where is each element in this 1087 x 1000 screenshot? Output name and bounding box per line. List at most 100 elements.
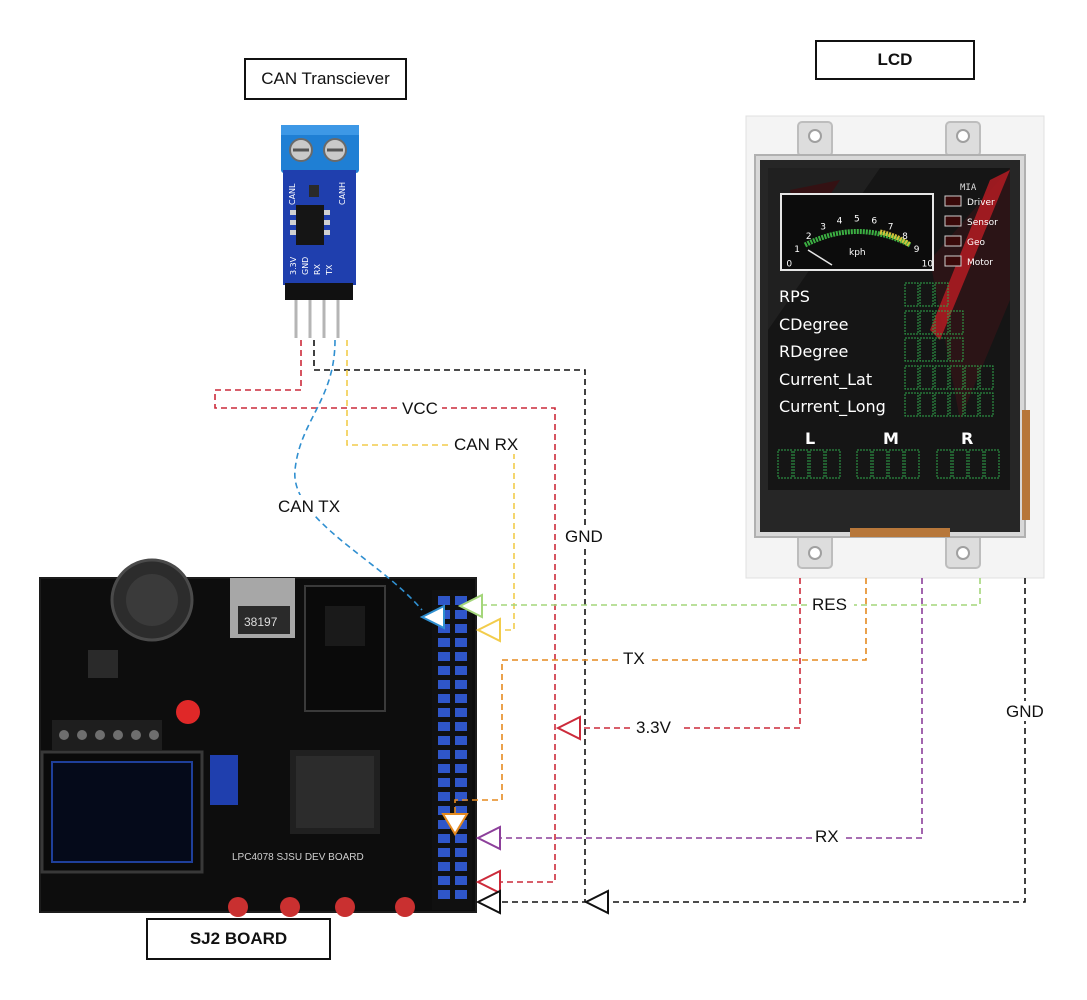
seven-seg-digit bbox=[934, 337, 949, 362]
header-pin bbox=[455, 848, 467, 857]
label-vcc: VCC bbox=[402, 399, 438, 418]
seven-seg-digit bbox=[904, 449, 920, 479]
wire-vcc bbox=[214, 340, 556, 883]
seven-seg-digit bbox=[904, 337, 919, 362]
can-transceiver-module: CANL CANH 3.3V GND RX TX bbox=[281, 125, 359, 338]
header-pin bbox=[438, 750, 450, 759]
seven-seg-digit bbox=[825, 449, 841, 479]
wifi-module bbox=[304, 585, 386, 712]
reset-button bbox=[176, 700, 200, 724]
header-pin bbox=[455, 652, 467, 661]
seven-seg-digit bbox=[904, 282, 919, 307]
wire-can-tx bbox=[294, 339, 423, 611]
header-pin bbox=[438, 596, 450, 605]
seven-seg-digit bbox=[936, 449, 952, 479]
header-pin bbox=[455, 806, 467, 815]
can-pin-label-canl: CANL bbox=[288, 183, 297, 205]
mia-indicator bbox=[944, 195, 962, 207]
header-pin bbox=[455, 764, 467, 773]
can-pin-label-3v3: 3.3V bbox=[289, 256, 298, 275]
header-pin bbox=[438, 862, 450, 871]
gauge-scale-number: 6 bbox=[871, 217, 877, 227]
can-pin-label-tx: TX bbox=[325, 264, 334, 276]
header-pin bbox=[438, 820, 450, 829]
header-pin bbox=[438, 680, 450, 689]
seven-seg-digit bbox=[934, 310, 949, 335]
lcd-ribbon-side bbox=[1022, 410, 1030, 520]
seven-seg-digit bbox=[904, 310, 919, 335]
lcd-field-label: Current_Lat bbox=[779, 370, 872, 390]
lcd-title: LCD bbox=[815, 40, 975, 80]
header-pin bbox=[438, 890, 450, 899]
wire-res bbox=[482, 578, 981, 606]
header-pin bbox=[438, 806, 450, 815]
wire-3v3 bbox=[580, 578, 801, 729]
header-pin bbox=[455, 610, 467, 619]
arrowheads bbox=[419, 593, 609, 915]
gauge-scale-number: 3 bbox=[820, 223, 826, 233]
seven-seg-digit bbox=[964, 392, 979, 417]
mia-item-label: Geo bbox=[967, 238, 986, 248]
arrow-rx bbox=[475, 825, 501, 851]
header-pin bbox=[455, 638, 467, 647]
sj2-board: 38197 LPC4078 SJSU DEV BOARD bbox=[39, 558, 477, 917]
arrow-can-tx bbox=[419, 604, 445, 630]
header-pin bbox=[455, 792, 467, 801]
can-transceiver-title: CAN Transciever bbox=[244, 58, 407, 100]
header-pin bbox=[438, 834, 450, 843]
can-chip bbox=[296, 205, 324, 245]
header-pin bbox=[438, 638, 450, 647]
seven-seg-digit bbox=[934, 392, 949, 417]
label-can-tx: CAN TX bbox=[278, 497, 340, 516]
seven-seg-digit bbox=[856, 449, 872, 479]
seven-seg-digit bbox=[919, 337, 934, 362]
header-pin bbox=[438, 778, 450, 787]
seven-seg-digit bbox=[964, 365, 979, 390]
seven-seg-digit bbox=[904, 365, 919, 390]
label-rx: RX bbox=[815, 827, 839, 846]
lcd-field-label: RPS bbox=[779, 287, 810, 306]
gauge-scale-number: 0 bbox=[786, 260, 792, 270]
seven-seg-digit bbox=[904, 392, 919, 417]
label-gnd-left: GND bbox=[565, 527, 603, 546]
mia-item-label: Driver bbox=[967, 198, 995, 208]
seven-seg-digit bbox=[919, 392, 934, 417]
seven-seg-digit bbox=[979, 365, 994, 390]
gauge-scale-number: 5 bbox=[854, 215, 860, 225]
gauge-scale-number: 4 bbox=[837, 217, 843, 227]
header-pin bbox=[455, 722, 467, 731]
seven-seg-digit bbox=[809, 449, 825, 479]
arrow-can-rx bbox=[475, 617, 501, 643]
arrow-res bbox=[457, 593, 483, 619]
header-pin bbox=[438, 694, 450, 703]
mia-indicator bbox=[944, 235, 962, 247]
seven-seg-digit bbox=[949, 365, 964, 390]
seven-seg-digit bbox=[888, 449, 904, 479]
gauge-scale-number: 8 bbox=[902, 232, 908, 242]
lcd-field-label: RDegree bbox=[779, 342, 848, 361]
gauge-scale-number: 9 bbox=[914, 245, 920, 255]
header-pin bbox=[455, 862, 467, 871]
gauge-scale-number: 10 bbox=[922, 260, 934, 270]
mia-title: MIA bbox=[960, 183, 977, 193]
header-pin bbox=[455, 890, 467, 899]
arrow-vcc bbox=[475, 869, 501, 895]
seven-seg-digit bbox=[872, 449, 888, 479]
mia-item-label: Motor bbox=[967, 258, 993, 268]
arrow-tx bbox=[441, 813, 469, 836]
seven-seg-digit bbox=[919, 282, 934, 307]
gauge-scale-number: 1 bbox=[794, 245, 800, 255]
header-pin bbox=[438, 652, 450, 661]
header-pin bbox=[455, 876, 467, 885]
header-pin bbox=[438, 666, 450, 675]
can-pin-label-gnd: GND bbox=[301, 257, 310, 275]
lcd-ribbon-bottom bbox=[850, 528, 950, 537]
seven-seg-digit bbox=[968, 449, 984, 479]
header-pin bbox=[438, 708, 450, 717]
header-pin bbox=[455, 750, 467, 759]
label-can-rx: CAN RX bbox=[454, 435, 518, 454]
header-pin bbox=[438, 848, 450, 857]
